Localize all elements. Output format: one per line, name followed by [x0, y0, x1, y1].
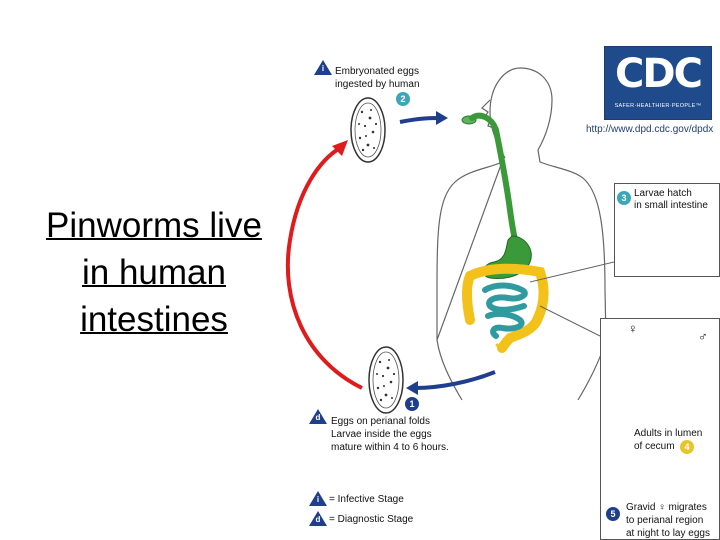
egg-perianal — [368, 346, 404, 414]
infective-marker-letter: i — [321, 64, 325, 73]
stage-3-badge: 3 — [617, 191, 631, 205]
large-intestine — [462, 263, 549, 353]
hatch-line-2: in small intestine — [634, 200, 708, 211]
infective-marker-triangle — [314, 60, 332, 75]
cycle-arrow-red — [285, 146, 363, 390]
ingest-arrow-blue-head — [436, 111, 448, 125]
source-url[interactable]: http://www.dpd.cdc.gov/dpdx — [586, 124, 714, 135]
stage-4-badge: 4 — [680, 440, 694, 454]
pointer-line-hatch — [529, 261, 615, 283]
perianal-line-1: Eggs on perianal folds — [331, 416, 430, 427]
cycle-arrow-red-head — [332, 140, 348, 156]
ingested-line-1: Embryonated eggs — [335, 66, 419, 77]
cdc-logo-text: CDC — [615, 51, 703, 97]
legend-diagnostic-triangle — [309, 511, 327, 526]
hatch-line-1: Larvae hatch — [634, 188, 692, 199]
title-line-2: in human — [82, 253, 226, 292]
legend-infective-letter: i — [316, 495, 320, 504]
gravid-line-3: at night to lay eggs — [626, 528, 710, 539]
legend-infective-label: = Infective Stage — [329, 494, 404, 505]
stage-5-badge: 5 — [606, 507, 620, 521]
legend-diagnostic-letter: d — [315, 515, 321, 524]
stage-2-badge: 2 — [396, 92, 410, 106]
adults-line-2: of cecum — [634, 441, 675, 452]
perianal-arrow-blue-head — [406, 381, 418, 395]
diagnostic-marker-triangle — [309, 409, 327, 424]
ingested-line-2: ingested by human — [335, 79, 420, 90]
adults-line-1: Adults in lumen — [634, 428, 703, 439]
female-symbol: ♀ — [628, 321, 638, 336]
rectum — [495, 343, 503, 351]
male-symbol: ♂ — [698, 329, 708, 344]
pointer-line-cecum — [539, 305, 601, 337]
human-hips — [436, 339, 607, 401]
small-intestine — [482, 282, 528, 339]
gravid-line-2: to perianal region — [626, 515, 704, 526]
cdc-logo: CDC SAFER·HEALTHIER·PEOPLE™ — [604, 46, 712, 120]
perianal-arrow-blue — [414, 370, 496, 390]
title-line-3: intestines — [80, 300, 228, 339]
ingest-arrow-blue — [399, 116, 441, 124]
title-line-1: Pinworms live — [46, 206, 262, 245]
diagnostic-marker-letter: d — [315, 413, 321, 422]
cdc-tagline: SAFER·HEALTHIER·PEOPLE™ — [614, 103, 702, 109]
page-title: Pinworms live in human intestines — [14, 202, 294, 343]
stage-1-badge: 1 — [405, 397, 419, 411]
perianal-line-2: Larvae inside the eggs — [331, 429, 432, 440]
hatch-box — [614, 183, 720, 277]
human-body-outline — [436, 67, 607, 341]
gravid-line-1: Gravid ♀ migrates — [626, 502, 707, 513]
esophagus — [469, 112, 519, 247]
legend-diagnostic-label: = Diagnostic Stage — [329, 514, 414, 525]
perianal-line-3: mature within 4 to 6 hours. — [331, 442, 449, 453]
egg-embryonated — [350, 97, 386, 163]
legend-infective-triangle — [309, 491, 327, 506]
